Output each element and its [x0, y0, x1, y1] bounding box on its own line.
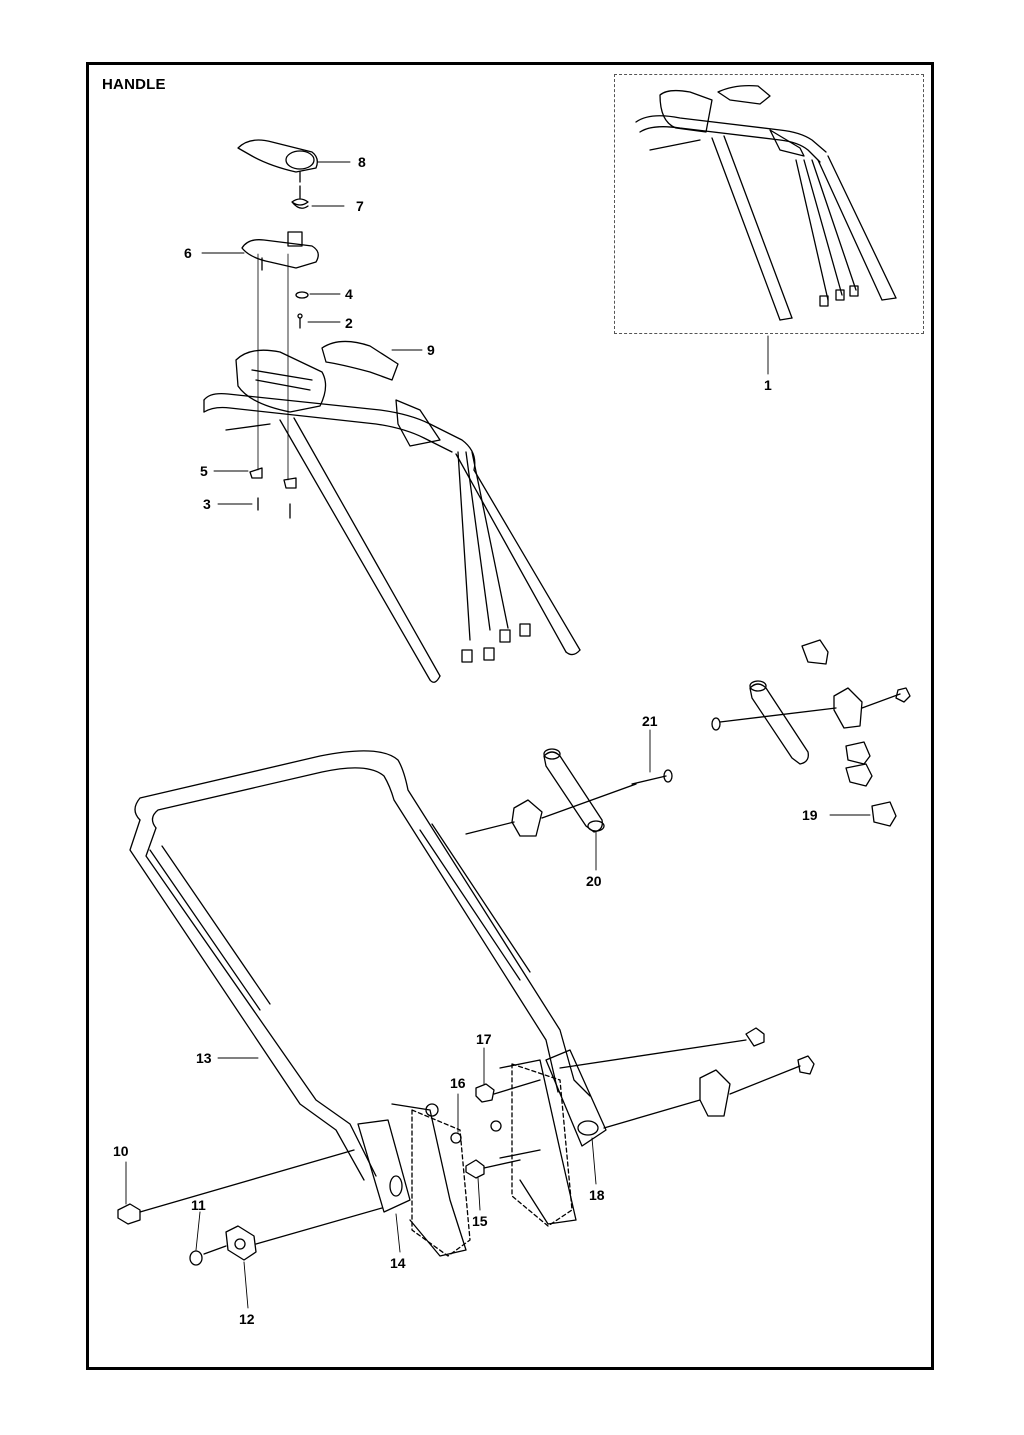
callout-10: 10 — [113, 1143, 129, 1159]
switch-housing-part-6 — [241, 231, 319, 271]
nut-part-11 — [189, 1245, 227, 1266]
callout-5: 5 — [200, 463, 208, 479]
leader-lines — [125, 161, 871, 1309]
washer-part-4 — [295, 291, 309, 299]
callout-12: 12 — [239, 1311, 255, 1327]
screws-part-3 — [257, 497, 291, 519]
upper-handlebar — [203, 392, 581, 683]
clip-parts-5 — [249, 467, 297, 489]
callout-11: 11 — [191, 1197, 206, 1213]
callout-19: 19 — [802, 807, 818, 823]
callout-8: 8 — [358, 154, 366, 170]
control-lever-part-8 — [237, 139, 318, 183]
callout-13: 13 — [196, 1050, 212, 1066]
spring-part-7 — [291, 185, 309, 209]
callout-16: 16 — [450, 1075, 466, 1091]
bracket-plate-part-18 — [499, 1049, 607, 1225]
diagram-frame — [86, 62, 934, 1370]
bolt-part-10 — [117, 1149, 355, 1225]
bolt-part-15 — [465, 1149, 541, 1179]
callout-15: 15 — [472, 1213, 488, 1229]
knob-part-12 — [225, 1207, 383, 1261]
callout-6: 6 — [184, 245, 192, 261]
nut-part-16 — [425, 1103, 502, 1144]
callout-21: 21 — [642, 713, 658, 729]
callout-18: 18 — [589, 1187, 605, 1203]
callout-7: 7 — [356, 198, 364, 214]
right-pivot-tube — [711, 680, 911, 765]
callout-4: 4 — [345, 286, 353, 302]
cam-clips-part-19 — [801, 639, 897, 827]
height-plates-dashed — [411, 1063, 573, 1257]
pivot-pin-part-21 — [631, 769, 673, 785]
callout-3: 3 — [203, 496, 211, 512]
callout-1: 1 — [764, 377, 772, 393]
callout-20: 20 — [586, 873, 602, 889]
callout-9: 9 — [427, 342, 435, 358]
vertical-guide-lines — [257, 253, 289, 481]
callout-14: 14 — [390, 1255, 406, 1271]
pivot-tube-part-20 — [465, 748, 637, 837]
callout-labels: 1 2 3 4 5 6 7 8 9 10 11 12 13 14 15 16 1… — [113, 154, 818, 1327]
callout-17: 17 — [476, 1031, 492, 1047]
assembly-inset-box — [614, 74, 924, 334]
inset-handle-assembly — [635, 84, 897, 321]
callout-2: 2 — [345, 315, 353, 331]
nut-part-17 — [475, 1079, 541, 1103]
screw-part-2 — [297, 313, 303, 329]
right-knob-assembly — [559, 1027, 815, 1129]
diagram-title: HANDLE — [102, 76, 166, 93]
bracket-plate-part-14 — [357, 1103, 467, 1257]
handle-grips-part-9 — [235, 340, 399, 413]
lower-handle-part-13 — [129, 750, 591, 1181]
